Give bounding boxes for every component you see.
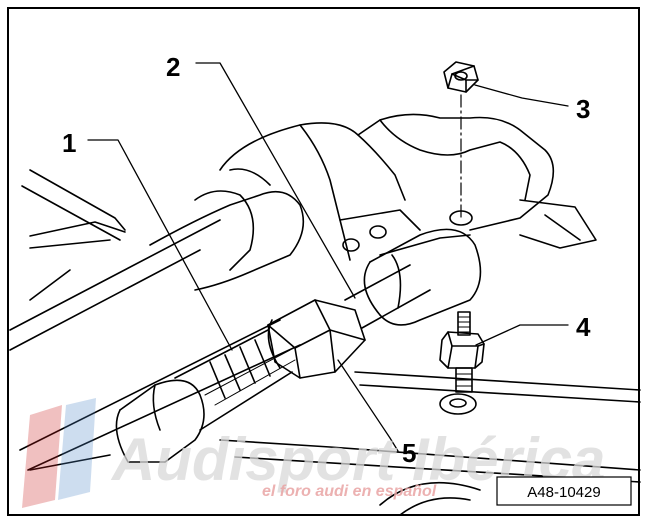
watermark-tagline: el foro audi en español (262, 483, 437, 500)
leader-5 (337, 359, 399, 452)
hex-nut (443, 61, 479, 93)
steering-shaft (19, 319, 301, 471)
callout-1: 1 (62, 128, 76, 158)
leader-2 (195, 62, 356, 299)
watermark-emblem (22, 405, 62, 508)
leader-lines (87, 62, 569, 452)
callout-2: 2 (166, 52, 180, 82)
leader-1 (87, 139, 233, 351)
union-nut (267, 299, 366, 379)
reference-code-box: A48-10429 (496, 476, 632, 506)
leader-3 (474, 84, 569, 107)
body-panel (9, 169, 641, 516)
callout-3: 3 (576, 94, 590, 124)
callout-4: 4 (576, 312, 591, 342)
reference-code: A48-10429 (527, 484, 600, 501)
callout-5: 5 (402, 438, 416, 468)
threaded-stud (439, 311, 485, 393)
clamp-block (363, 228, 482, 326)
leader-4 (475, 324, 569, 346)
steering-rack-housing (149, 113, 597, 291)
splined-shaft-section (174, 329, 296, 431)
washer (439, 393, 477, 415)
